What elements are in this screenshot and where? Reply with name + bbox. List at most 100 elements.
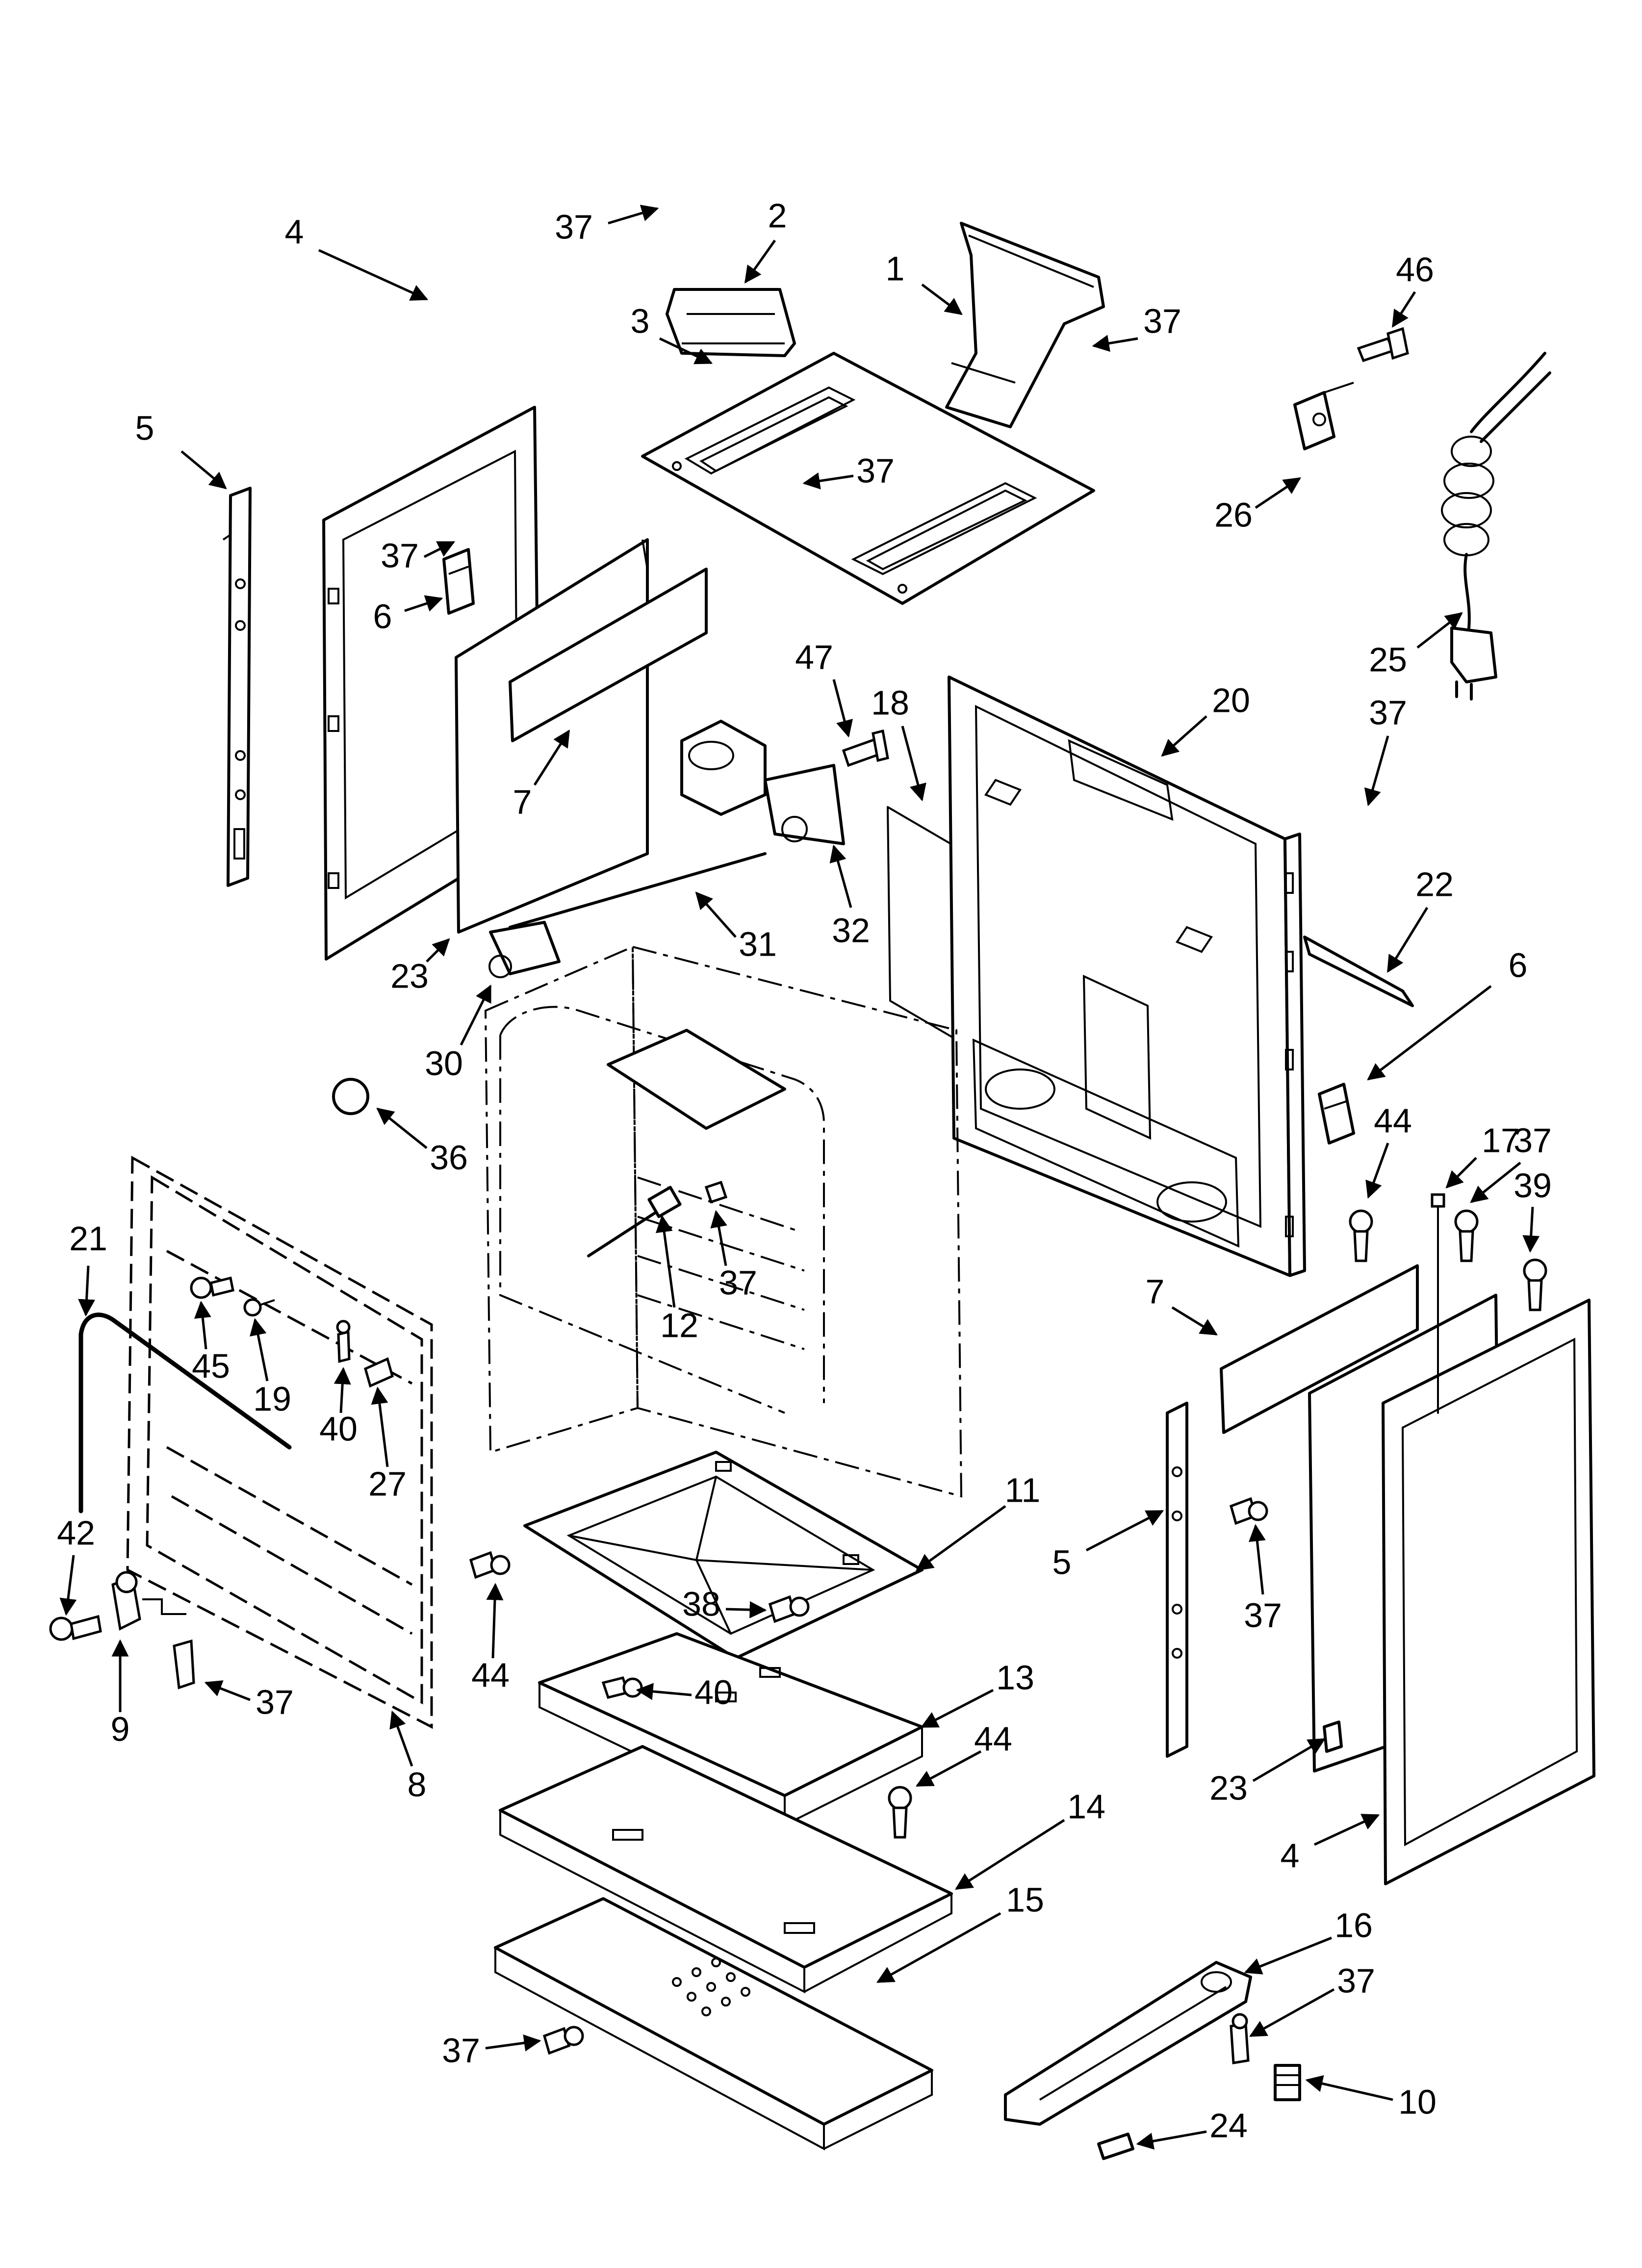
part-44-screw-right (1349, 1209, 1373, 1262)
part-37-screw-rail (1230, 2013, 1250, 2064)
part-5-side-strip-right (1166, 1402, 1188, 1758)
callout-number: 31 (739, 925, 777, 963)
part-20-rear-panel (948, 676, 1306, 1277)
callout-leader-arrow (318, 249, 429, 301)
callout-16: 16 (1244, 1906, 1373, 1975)
callout-leader-arrow (802, 472, 854, 490)
part-12-igniter (587, 1180, 728, 1257)
callout-number: 26 (1214, 495, 1253, 534)
callout-number: 3 (631, 302, 650, 340)
part-40-pin (336, 1320, 351, 1363)
callout-23: 23 (390, 938, 450, 995)
part-36-plug (332, 1078, 369, 1115)
callout-leader-arrow (1445, 1157, 1477, 1189)
callout-number: 17 (1482, 1121, 1520, 1159)
callout-37: 37 (1364, 693, 1407, 807)
callout-number: 40 (319, 1409, 358, 1448)
callout-leader-arrow (389, 1710, 413, 1767)
callout-leader-arrow (460, 984, 492, 1046)
callout-45: 45 (192, 1301, 230, 1385)
callout-number: 5 (135, 409, 154, 447)
callout-40: 40 (636, 1673, 733, 1711)
callout-leader-arrow (1161, 715, 1207, 757)
callout-leader-arrow (916, 1505, 1006, 1571)
callout-number: 24 (1209, 2106, 1248, 2144)
callout-number: 6 (1509, 946, 1528, 984)
part-38-screw (768, 1595, 810, 1623)
callout-leader-arrow (1136, 2130, 1207, 2150)
callout-leader-arrow (1171, 1306, 1218, 1336)
callout-leader-arrow (1255, 477, 1301, 509)
callout-number: 5 (1052, 1543, 1072, 1581)
part-39-screw (1523, 1258, 1547, 1311)
callout-44: 44 (471, 1583, 510, 1694)
callout-number: 9 (111, 1710, 130, 1748)
callout-number: 44 (974, 1720, 1012, 1758)
callout-4: 4 (1281, 1814, 1380, 1875)
callout-leader-arrow (608, 205, 659, 225)
callout-number: 2 (768, 196, 787, 235)
callout-number: 19 (253, 1380, 291, 1418)
callout-number: 4 (285, 212, 304, 251)
callout-leader-arrow (829, 844, 852, 908)
callout-17: 17 (1445, 1121, 1520, 1189)
callout-leader-arrow (659, 337, 713, 365)
callout-leader-arrow (1305, 2075, 1393, 2101)
callout-7: 7 (513, 730, 570, 821)
part-5-side-strip-left (222, 487, 252, 887)
callout-40: 40 (319, 1367, 358, 1448)
callout-leader-arrow (404, 595, 443, 612)
callout-13: 13 (920, 1658, 1034, 1728)
callout-21: 21 (69, 1219, 107, 1317)
oven-door-left (126, 1155, 433, 1729)
callout-leader-arrow (1391, 291, 1416, 328)
part-3-top-panel (641, 352, 1095, 605)
callout-leader-arrow (725, 1601, 767, 1618)
callout-44: 44 (1365, 1101, 1412, 1199)
callout-number: 44 (471, 1656, 510, 1694)
part-47-screw (842, 729, 889, 767)
callout-31: 31 (695, 891, 777, 963)
callout-leader-arrow (915, 1750, 982, 1787)
callout-number: 37 (856, 451, 895, 490)
part-6-bracket-lower (1318, 1083, 1355, 1145)
callout-7: 7 (1146, 1272, 1218, 1336)
callout-number: 46 (1396, 250, 1434, 288)
callout-leader-arrow (1364, 735, 1389, 807)
callout-number: 4 (1281, 1836, 1300, 1875)
callout-leader-arrow (1249, 1988, 1335, 2037)
callout-leader-arrow (1365, 1143, 1389, 1199)
callout-37: 37 (710, 1210, 757, 1302)
part-15-base-plate (494, 1897, 933, 2151)
callout-number: 42 (57, 1513, 95, 1552)
callout-leader-arrow (1367, 985, 1492, 1081)
callout-leader-arrow (655, 1215, 676, 1308)
part-37-screw-lower-left (173, 1639, 195, 1690)
callout-37: 37 (442, 2031, 541, 2069)
callout-number: 32 (832, 911, 870, 949)
callout-37: 37 (802, 451, 895, 490)
callout-25: 25 (1369, 612, 1463, 678)
part-44-screw-middle (469, 1551, 511, 1579)
callout-32: 32 (829, 844, 870, 949)
callout-47: 47 (795, 638, 853, 738)
callout-leader-arrow (1470, 1162, 1521, 1203)
part-46-screw (1357, 327, 1409, 363)
callout-number: 47 (795, 638, 833, 676)
callout-14: 14 (955, 1787, 1105, 1890)
callout-number: 45 (192, 1347, 230, 1385)
callout-12: 12 (655, 1215, 698, 1344)
callout-number: 37 (1244, 1596, 1282, 1634)
part-19-screw (243, 1298, 275, 1317)
callout-30: 30 (425, 984, 492, 1082)
callout-leader-arrow (901, 726, 926, 802)
callout-leader-arrow (180, 450, 227, 490)
part-30-connector (488, 921, 561, 978)
part-37-screw-right-mid (1229, 1497, 1268, 1525)
callout-number: 20 (1212, 681, 1250, 719)
callout-number: 16 (1334, 1906, 1373, 1944)
part-4-side-panel-right (1382, 1299, 1595, 1885)
callout-9: 9 (111, 1639, 130, 1748)
